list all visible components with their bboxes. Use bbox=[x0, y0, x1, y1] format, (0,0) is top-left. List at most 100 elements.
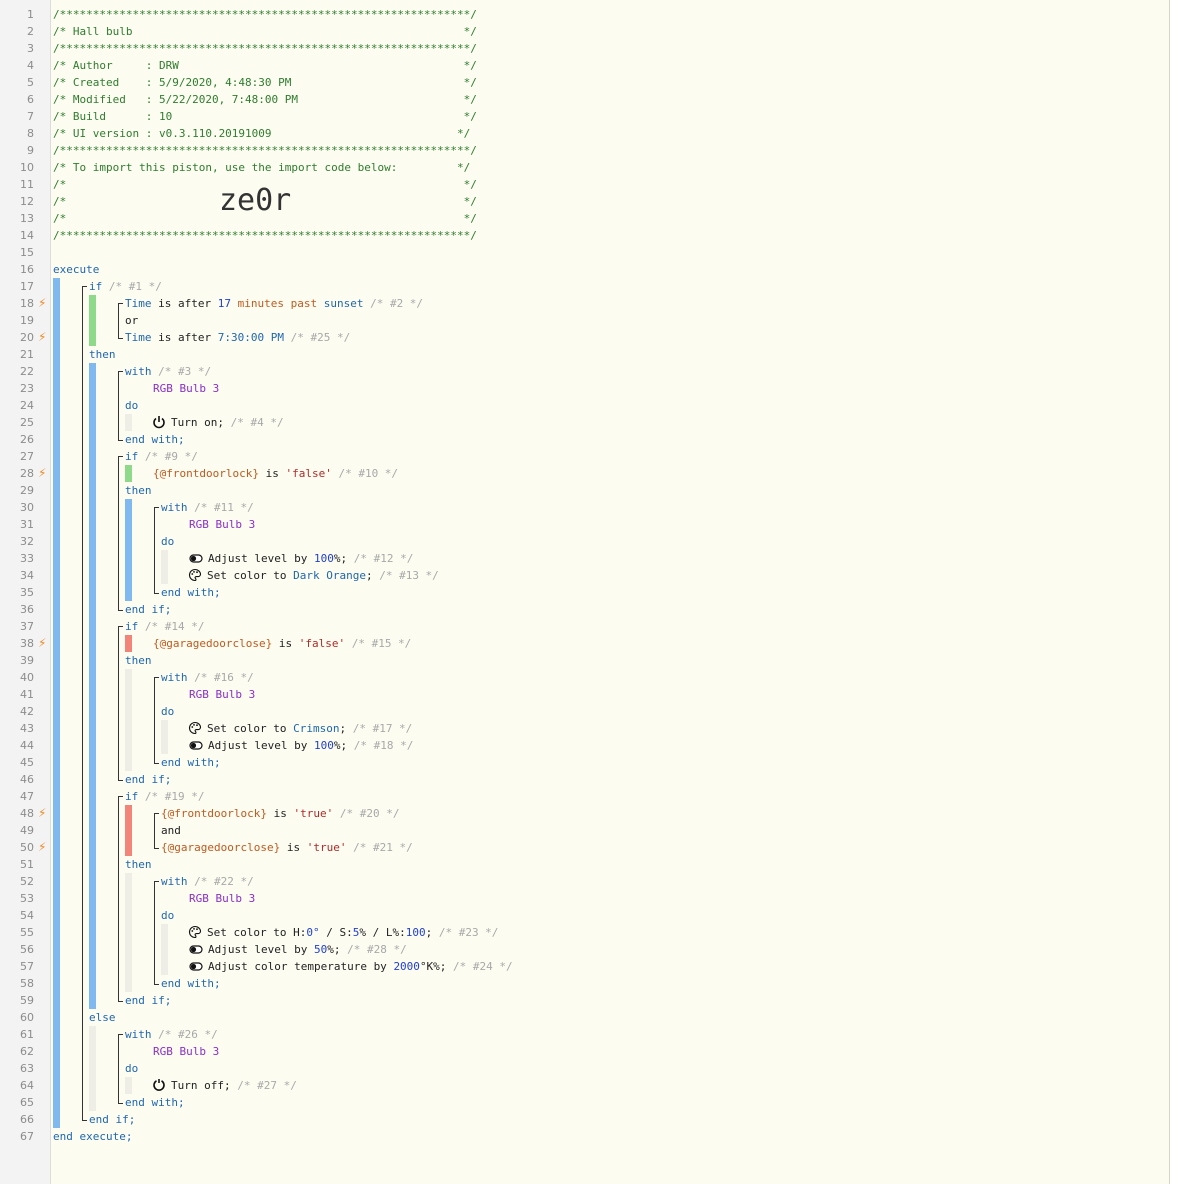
line-number: 34 bbox=[20, 569, 34, 582]
statement-id: /* #27 */ bbox=[230, 1079, 297, 1092]
operator: is bbox=[280, 841, 307, 854]
code-line: if /* #1 */ bbox=[89, 278, 162, 295]
device-name: RGB Bulb 3 bbox=[189, 892, 256, 905]
line-number: 11 bbox=[20, 178, 34, 191]
code-line: Adjust color temperature by 2000°K%; /* … bbox=[208, 958, 513, 975]
keyword-if: if bbox=[125, 790, 139, 803]
header-ui-version: /* UI version : v0.3.110.20191009 */ bbox=[53, 127, 471, 140]
unit: °K%; bbox=[419, 960, 447, 973]
keyword-with: with bbox=[125, 1028, 152, 1041]
operand-time: Time bbox=[125, 297, 152, 310]
statement-id: /* #12 */ bbox=[347, 552, 414, 565]
do-block-bar-with-3 bbox=[125, 414, 132, 431]
bracket-if-19 bbox=[118, 796, 123, 1002]
keyword-end-if: end if; bbox=[125, 994, 172, 1007]
device-name: RGB Bulb 3 bbox=[189, 688, 256, 701]
variable-garagedoorclose: {@garagedoorclose} bbox=[161, 841, 281, 854]
code-line: then bbox=[125, 856, 152, 873]
line-number: 30 bbox=[20, 501, 34, 514]
power-icon bbox=[153, 416, 165, 429]
statement-id: /* #13 */ bbox=[372, 569, 439, 582]
line-number: 37 bbox=[20, 620, 34, 633]
line-number: 55 bbox=[20, 926, 34, 939]
line-number: 61 bbox=[20, 1028, 34, 1041]
lightning-bolt-icon: ⚡ bbox=[38, 636, 47, 650]
value-color: Dark Orange bbox=[293, 569, 366, 582]
code-line: /* */ bbox=[53, 176, 477, 193]
bracket-with-16 bbox=[154, 677, 159, 764]
then-block-bar-if-1 bbox=[89, 363, 96, 1009]
keyword-then: then bbox=[125, 484, 152, 497]
code-line: end if; bbox=[125, 771, 171, 788]
code-line: Adjust level by 50%; /* #28 */ bbox=[208, 941, 407, 958]
line-number: 32 bbox=[20, 535, 34, 548]
line-number: 38 bbox=[20, 637, 34, 650]
line-number: 13 bbox=[20, 212, 34, 225]
then-block-bar-if-14 bbox=[125, 669, 132, 771]
line-number: 20 bbox=[20, 331, 34, 344]
line-number: 45 bbox=[20, 756, 34, 769]
code-line: /* To import this piston, use the import… bbox=[53, 159, 470, 176]
code-line: Adjust level by 100%; /* #18 */ bbox=[208, 737, 413, 754]
value-level: 100 bbox=[313, 739, 334, 752]
header-blank: /* */ bbox=[53, 195, 477, 208]
keyword-then: then bbox=[125, 654, 152, 667]
header-build: /* Build : 10 */ bbox=[53, 110, 477, 123]
line-number: 56 bbox=[20, 943, 34, 956]
do-block-bar-with-26 bbox=[125, 1077, 132, 1094]
code-line: RGB Bulb 3 bbox=[153, 1043, 219, 1060]
device-name: RGB Bulb 3 bbox=[153, 1045, 220, 1058]
line-number: 54 bbox=[20, 909, 34, 922]
line-number: 29 bbox=[20, 484, 34, 497]
code-line: end with; bbox=[125, 1094, 185, 1111]
operator: is after bbox=[151, 297, 218, 310]
code-line: end with; bbox=[161, 754, 221, 771]
keyword-do: do bbox=[161, 705, 175, 718]
line-number: 12 bbox=[20, 195, 34, 208]
code-line: if /* #14 */ bbox=[125, 618, 204, 635]
variable-frontdoorlock: {@frontdoorlock} bbox=[161, 807, 267, 820]
punctuation: ; bbox=[339, 722, 347, 735]
code-line: end if; bbox=[125, 992, 171, 1009]
punctuation: %; bbox=[333, 552, 348, 565]
keyword-execute: execute bbox=[53, 263, 100, 276]
keyword-do: do bbox=[125, 1062, 139, 1075]
line-number: 67 bbox=[20, 1130, 34, 1143]
statement-id: /* #28 */ bbox=[340, 943, 407, 956]
line-number: 23 bbox=[20, 382, 34, 395]
code-line: RGB Bulb 3 bbox=[189, 686, 255, 703]
line-number: 48 bbox=[20, 807, 34, 820]
statement-id: /* #26 */ bbox=[151, 1028, 218, 1041]
device-name: RGB Bulb 3 bbox=[189, 518, 256, 531]
keyword-else: else bbox=[89, 1011, 116, 1024]
keyword-do: do bbox=[161, 909, 175, 922]
line-number: 15 bbox=[20, 246, 34, 259]
value-time: 7:30:00 PM bbox=[217, 331, 284, 344]
code-line: /* */ bbox=[53, 210, 477, 227]
code-line: then bbox=[125, 652, 152, 669]
code-line: /* Modified : 5/22/2020, 7:48:00 PM */ bbox=[53, 91, 477, 108]
code-line: Turn on; /* #4 */ bbox=[171, 414, 284, 431]
line-number: 44 bbox=[20, 739, 34, 752]
line-number: 59 bbox=[20, 994, 34, 1007]
keyword-do: do bbox=[161, 535, 175, 548]
code-line: then bbox=[125, 482, 152, 499]
bracket-if-1 bbox=[82, 286, 87, 1121]
header-blank: /* */ bbox=[53, 212, 477, 225]
line-number: 6 bbox=[27, 93, 34, 106]
code-line: {@garagedoorclose} is 'false' /* #15 */ bbox=[153, 635, 411, 652]
keyword-end-with: end with; bbox=[125, 1096, 185, 1109]
code-line: /* Hall bulb */ bbox=[53, 23, 477, 40]
code-line: /* Author : DRW */ bbox=[53, 57, 477, 74]
toggle-icon bbox=[189, 962, 203, 971]
line-number: 28 bbox=[20, 467, 34, 480]
keyword-do: do bbox=[125, 399, 139, 412]
code-line: RGB Bulb 3 bbox=[189, 890, 255, 907]
code-line: do bbox=[161, 703, 174, 720]
line-number: 58 bbox=[20, 977, 34, 990]
label: % / L%: bbox=[359, 926, 406, 939]
header-border: /***************************************… bbox=[53, 144, 477, 157]
lightning-bolt-icon: ⚡ bbox=[38, 296, 47, 310]
label: / S: bbox=[319, 926, 353, 939]
line-number: 60 bbox=[20, 1011, 34, 1024]
